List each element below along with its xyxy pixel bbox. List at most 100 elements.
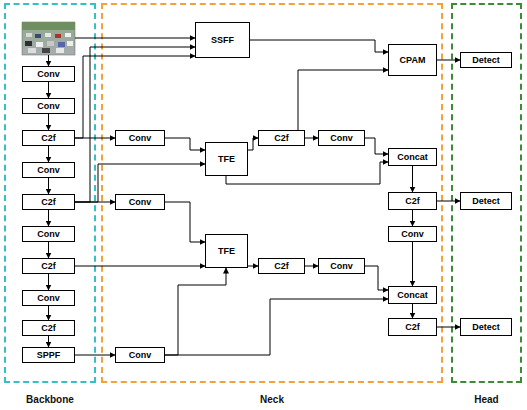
module-box: Conv (388, 226, 437, 242)
module-box: Conv (318, 258, 365, 274)
module-label: Detect (472, 55, 500, 65)
flow-arrow (48, 146, 49, 162)
flow-arrow (48, 82, 49, 98)
flow-arrow (298, 70, 388, 130)
module-box: C2f (388, 318, 437, 336)
section-label: Backbone (0, 394, 104, 405)
module-label: C2f (274, 261, 289, 271)
module-label: Conv (330, 133, 353, 143)
module-box: Conv (115, 194, 165, 210)
module-label: C2f (274, 133, 289, 143)
section-region: BackboneConvConvC2fConvC2fConvC2fConvC2f… (4, 3, 96, 383)
flow-arrow (75, 266, 205, 267)
section-region: NeckSSFFCPAMConvTFEC2fConvConcatC2fConvC… (101, 3, 443, 383)
module-box: Conv (22, 226, 75, 242)
module-box: SSFF (195, 22, 250, 58)
module-box: Detect (460, 192, 512, 210)
module-box: TFE (205, 142, 248, 176)
module-box: Conv (115, 347, 165, 363)
module-box: Concat (388, 148, 437, 166)
flow-arrow (75, 355, 115, 356)
flow-arrow (75, 56, 195, 138)
flow-arrow (305, 138, 318, 139)
module-box: C2f (388, 192, 437, 210)
module-label: Conv (330, 261, 353, 271)
module-label: Detect (472, 196, 500, 206)
module-label: C2f (405, 196, 420, 206)
input-image (22, 22, 75, 55)
flow-arrow (412, 242, 413, 286)
module-box: C2f (22, 258, 75, 274)
flow-arrow (48, 274, 49, 290)
module-label: Conv (401, 229, 424, 239)
module-label: CPAM (400, 55, 426, 65)
flow-arrow (75, 47, 195, 202)
module-box: C2f (258, 258, 305, 274)
flow-arrow (165, 202, 205, 242)
flow-arrow (48, 178, 49, 194)
flow-arrow (226, 162, 388, 184)
section-label: Head (443, 394, 527, 405)
flow-arrow (75, 138, 115, 139)
flow-arrow (48, 242, 49, 258)
module-label: Conv (37, 229, 60, 239)
flow-arrow (412, 304, 413, 318)
section-region: HeadDetectDetectDetect (451, 3, 522, 383)
module-label: Detect (472, 322, 500, 332)
module-box: Concat (388, 286, 437, 304)
module-label: Conv (37, 101, 60, 111)
module-label: Conv (129, 133, 152, 143)
module-box: C2f (22, 130, 75, 146)
module-label: Conv (129, 197, 152, 207)
module-box: Detect (460, 52, 512, 68)
flow-arrow (165, 138, 205, 150)
flow-arrow (48, 336, 49, 347)
module-box: Conv (22, 290, 75, 306)
flow-arrow (412, 166, 413, 192)
module-box: Conv (318, 130, 365, 146)
flow-arrow (305, 266, 318, 267)
module-label: Conv (37, 165, 60, 175)
module-label: C2f (405, 322, 420, 332)
section-label: Neck (93, 394, 451, 405)
module-box: Conv (115, 130, 165, 146)
module-label: TFE (218, 246, 235, 256)
flow-arrow (248, 266, 258, 267)
flow-arrow (437, 327, 460, 328)
flow-arrow (412, 210, 413, 226)
flow-arrow (250, 40, 388, 52)
module-box: C2f (22, 194, 75, 210)
module-box: C2f (258, 130, 305, 146)
module-label: C2f (41, 323, 56, 333)
module-label: TFE (218, 154, 235, 164)
module-label: C2f (41, 133, 56, 143)
module-label: Concat (397, 152, 428, 162)
flow-arrow (48, 210, 49, 226)
module-box: TFE (205, 234, 248, 268)
module-box: CPAM (388, 44, 437, 76)
module-label: Conv (37, 293, 60, 303)
flow-arrow (75, 202, 115, 203)
module-label: SSFF (211, 35, 234, 45)
flow-arrow (165, 268, 226, 355)
module-box: Conv (22, 66, 75, 82)
module-label: C2f (41, 197, 56, 207)
flow-arrow (75, 164, 205, 202)
module-label: Conv (129, 350, 152, 360)
flow-arrow (437, 60, 460, 61)
module-label: C2f (41, 261, 56, 271)
module-label: SPPF (37, 350, 61, 360)
module-box: SPPF (22, 347, 75, 363)
module-label: Conv (37, 69, 60, 79)
flow-arrow (248, 138, 258, 150)
flow-arrow (165, 299, 388, 355)
flow-arrow (48, 114, 49, 130)
flow-arrow (365, 266, 388, 290)
module-box: Conv (22, 162, 75, 178)
module-box: Detect (460, 318, 512, 336)
image-wire (48, 55, 49, 66)
module-box: Conv (22, 98, 75, 114)
flow-arrow (437, 201, 460, 202)
